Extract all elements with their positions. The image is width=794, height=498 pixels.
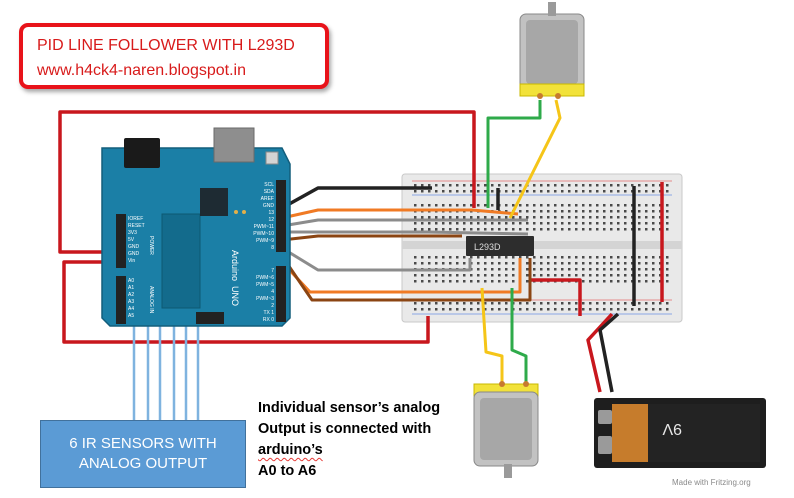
usb-port	[213, 127, 255, 163]
chip-label: L293D	[474, 242, 501, 252]
arduino-brand: Arduino	[230, 250, 240, 281]
pin-label: 3V3	[128, 230, 137, 236]
pin-label: IOREF	[128, 216, 143, 222]
pin-label: SCL	[264, 182, 274, 188]
pin-label: TX 1	[263, 310, 274, 316]
pin-label: GND	[128, 251, 140, 257]
pin-label: GND	[128, 244, 140, 250]
dc-jack	[124, 138, 160, 168]
pin-label: 4	[271, 289, 274, 295]
l293d-chip: L293D	[466, 236, 534, 256]
sensor-box-line1: 6 IR SENSORS WITH	[69, 435, 217, 452]
pin-label: 12	[268, 217, 274, 223]
connection-note: Individual sensor’s analog Output is con…	[258, 398, 468, 482]
reset-button	[265, 151, 279, 165]
fritzing-credit: Made with Fritzing.org	[672, 478, 751, 487]
blog-url-text: www.h4ck4-naren.blogspot.in	[37, 62, 247, 79]
pin-label: PWM~6	[256, 275, 274, 281]
pin-label: A1	[128, 285, 134, 291]
note-line1: Individual sensor’s analog	[258, 400, 441, 416]
pin-label: A0	[128, 278, 134, 284]
pin-label: PWM~9	[256, 238, 274, 244]
note-line2: Output is connected with	[258, 421, 432, 437]
title-text: PID LINE FOLLOWER WITH L293D	[37, 37, 295, 54]
arduino-model: UNO	[230, 286, 240, 306]
pin-label: GND	[263, 203, 275, 209]
ir-sensors-box: 6 IR SENSORS WITH ANALOG OUTPUT	[40, 420, 246, 488]
battery-label: 9V	[662, 420, 682, 437]
pin-label: PWM~5	[256, 282, 274, 288]
motor-wires	[480, 99, 562, 384]
pin-label: RX 0	[263, 317, 274, 323]
gray-wires	[281, 218, 529, 272]
red-wires	[58, 110, 664, 393]
pin-label: PWM~3	[256, 296, 274, 302]
pin-label: 5V	[128, 237, 135, 243]
pin-label: PWM~10	[253, 231, 274, 237]
title-box: PID LINE FOLLOWER WITH L293D www.h4ck4-n…	[19, 23, 329, 89]
dc-motor-top	[519, 2, 585, 99]
battery-9v: 9V	[594, 398, 766, 468]
pin-label: 13	[268, 210, 274, 216]
sensor-box-line2: ANALOG OUTPUT	[78, 455, 208, 472]
pin-label: Vin	[128, 258, 135, 264]
pin-label: A4	[128, 306, 134, 312]
power-header-label: POWER	[148, 236, 154, 255]
note-line3: arduino’s	[258, 442, 323, 458]
arduino-uno-board: Arduino UNO POWER ANALOG IN SCLSDAAREFGN…	[101, 127, 291, 327]
note-line4: A0 to A6	[258, 463, 317, 479]
brown-wires	[280, 234, 532, 302]
pin-label: 7	[271, 268, 274, 274]
sensor-wires	[132, 326, 200, 420]
dc-motor-bottom	[473, 381, 539, 478]
pin-label: SDA	[264, 189, 275, 195]
pin-label: PWM~11	[254, 224, 275, 230]
pin-label: 2	[271, 303, 274, 309]
pin-label: 8	[271, 245, 274, 251]
pin-label: A5	[128, 313, 134, 319]
pin-label: A3	[128, 299, 134, 305]
pin-label: AREF	[261, 196, 274, 202]
pin-label: A2	[128, 292, 134, 298]
black-wires	[281, 186, 636, 393]
pin-label: RESET	[128, 223, 145, 229]
analog-header-label: ANALOG IN	[148, 286, 154, 314]
